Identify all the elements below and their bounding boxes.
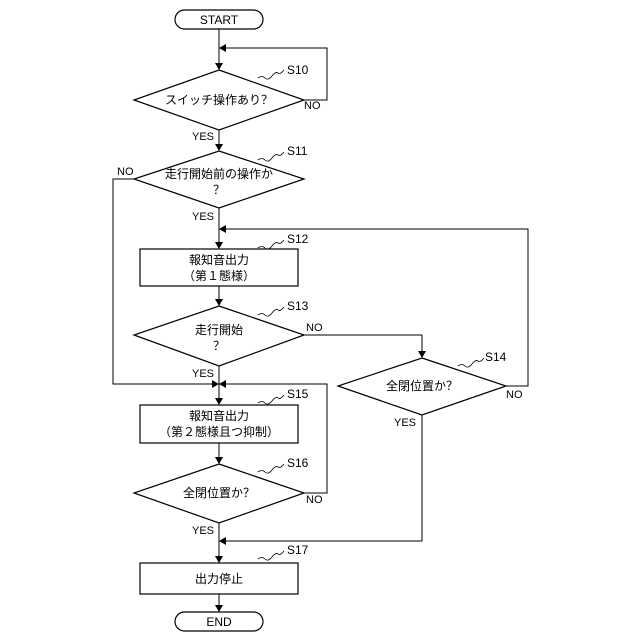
- leader-s10: [258, 70, 284, 79]
- leader-s16: [258, 464, 284, 473]
- branch-s13-no: NO: [306, 322, 323, 334]
- process-s15-label-line1: 報知音出力: [189, 408, 249, 423]
- step-label-s14: S14: [485, 350, 507, 364]
- arrow-into-s17: [215, 556, 223, 563]
- step-label-s17: S17: [287, 543, 309, 557]
- step-label-s12: S12: [287, 232, 309, 246]
- leader-s11: [258, 152, 284, 161]
- decision-s10-label: スイッチ操作あり？: [165, 92, 273, 107]
- arrow-into-s12: [215, 242, 223, 249]
- step-label-s13: S13: [287, 299, 309, 313]
- step-label-s15: S15: [287, 387, 309, 401]
- branch-s14-no: NO: [506, 389, 523, 401]
- arrow-into-s16: [215, 457, 223, 464]
- start-label: START: [200, 13, 239, 27]
- branch-s13-yes: YES: [192, 368, 214, 380]
- step-label-s16: S16: [287, 456, 309, 470]
- branch-s14-yes: YES: [394, 417, 416, 429]
- arrow-s16-loop: [219, 380, 226, 388]
- decision-s14-label: 全閉位置か？: [386, 378, 458, 393]
- branch-s11-yes: YES: [192, 211, 214, 223]
- decision-s13-label-line2: ？: [213, 339, 225, 353]
- arrow-into-s11: [215, 144, 223, 151]
- arrow-into-s10: [215, 63, 223, 70]
- arrow-into-end: [215, 605, 223, 612]
- decision-s11-label-line2: ？: [213, 183, 225, 197]
- arrow-s10-loop: [219, 44, 226, 52]
- leader-s17: [258, 551, 284, 560]
- decision-s13-label-line1: 走行開始: [195, 323, 243, 337]
- leader-s12: [258, 240, 284, 249]
- arrow-into-s14: [418, 351, 426, 358]
- arrow-s11-no-merge: [212, 380, 219, 388]
- end-label: END: [206, 615, 232, 629]
- process-s12-label-line1: 報知音出力: [189, 252, 249, 267]
- arrow-s14-return: [219, 225, 226, 233]
- edge-s13-no: [304, 335, 422, 357]
- process-s15-label-line2: （第２態様且つ抑制）: [159, 424, 279, 439]
- branch-s10-no: NO: [304, 100, 321, 112]
- step-labels: S10 S11 S12 S13 S14 S15 S16 S17: [258, 63, 507, 560]
- decision-s11-label-line1: 走行開始前の操作か: [165, 166, 273, 181]
- branch-s16-no: NO: [306, 494, 323, 506]
- leader-s13: [258, 307, 284, 316]
- step-label-s10: S10: [287, 63, 309, 77]
- leader-s14: [458, 358, 484, 367]
- arrow-into-s15: [215, 398, 223, 405]
- branch-s10-yes: YES: [192, 131, 214, 143]
- step-label-s11: S11: [287, 144, 308, 158]
- branch-s16-yes: YES: [192, 525, 214, 537]
- connectors: [113, 29, 528, 611]
- leader-s15: [258, 395, 284, 404]
- process-s17-label: 出力停止: [195, 571, 243, 586]
- decision-s16-label: 全閉位置か？: [183, 485, 255, 500]
- arrow-s14-yes-merge: [219, 537, 226, 545]
- arrow-into-s13: [215, 299, 223, 306]
- branch-s11-no: NO: [117, 166, 134, 178]
- process-s12-label-line2: （第１態様）: [183, 268, 255, 283]
